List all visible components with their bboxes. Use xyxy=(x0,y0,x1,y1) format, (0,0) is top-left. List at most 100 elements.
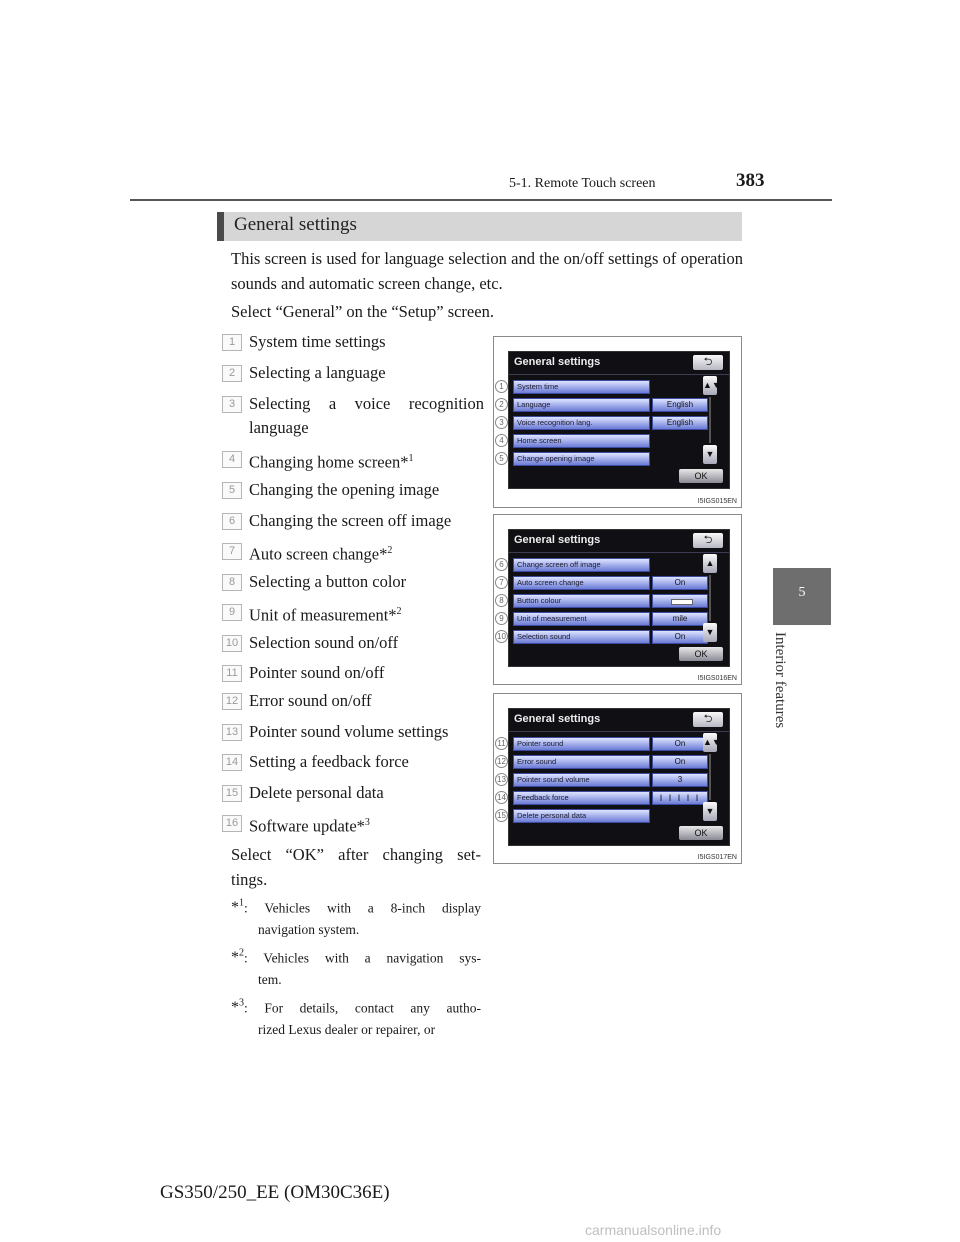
chapter-label-text: Interior features xyxy=(772,632,788,729)
menu-row[interactable]: Button colour xyxy=(513,594,650,608)
item-number: 9 xyxy=(222,604,242,621)
footnote: *2: Vehicles with a navigation sys- tem. xyxy=(231,943,481,991)
item-label: Setting a feedback force xyxy=(249,752,409,771)
row-value: English xyxy=(652,398,708,412)
ok-button[interactable]: OK xyxy=(679,647,723,661)
scroll-up-icon[interactable]: ▲ xyxy=(703,554,717,573)
menu-row[interactable]: Error sound xyxy=(513,755,650,769)
menu-row[interactable]: Home screen xyxy=(513,434,650,448)
item-label: Changing the opening image xyxy=(249,480,440,499)
menu-row[interactable]: Language xyxy=(513,398,650,412)
menu-row[interactable]: Unit of measurement xyxy=(513,612,650,626)
item-label: Error sound on/off xyxy=(249,691,372,710)
back-icon[interactable]: ⮌ xyxy=(693,355,723,370)
item-label: Delete personal data xyxy=(249,783,384,802)
row-value: 3 xyxy=(652,773,708,787)
item-number: 16 xyxy=(222,815,242,832)
item-number: 10 xyxy=(222,635,242,652)
watermark: carmanualsonline.info xyxy=(585,1222,722,1238)
display-screen: General settings ⮌ Change screen off ima… xyxy=(508,529,730,667)
item-label: Software update* xyxy=(249,816,365,836)
item-number: 4 xyxy=(222,451,242,468)
item-label: Pointer sound on/off xyxy=(249,663,385,682)
footnote-mark: * xyxy=(231,949,239,967)
select-instruction: Select “General” on the “Setup” screen. xyxy=(231,302,494,321)
item-label: Selecting a language xyxy=(249,363,386,382)
ok-button[interactable]: OK xyxy=(679,826,723,840)
footnote-number: 1 xyxy=(239,898,244,909)
footnote-mark: * xyxy=(231,899,239,917)
after-instruction-line2: tings. xyxy=(231,870,268,889)
footnote-text: : Vehicles with a 8-inch display xyxy=(244,900,481,916)
scroll-up-icon[interactable]: ▲▼ xyxy=(703,376,721,395)
color-swatch xyxy=(652,594,708,608)
section-title: General settings xyxy=(234,214,357,235)
footnote-mark: * xyxy=(231,999,239,1017)
item-number: 13 xyxy=(222,724,242,741)
callout-number: 5 xyxy=(495,452,508,465)
callout-number: 3 xyxy=(495,416,508,429)
image-code: I5IGS016EN xyxy=(697,675,737,682)
footnote-text-continued: tem. xyxy=(258,972,282,988)
footnote-text: : Vehicles with a navigation sys- xyxy=(244,950,481,966)
item-label-wrap: Changing home screen*1 xyxy=(249,447,484,475)
callout-number: 6 xyxy=(495,558,508,571)
menu-row[interactable]: Delete personal data xyxy=(513,809,650,823)
footnote-text-continued: navigation system. xyxy=(258,922,360,938)
row-value: English xyxy=(652,416,708,430)
menu-row[interactable]: Auto screen change xyxy=(513,576,650,590)
footnote: *1: Vehicles with a 8-inch display navig… xyxy=(231,893,481,941)
after-instruction: Select “OK” after changing set- tings. xyxy=(231,842,481,892)
header-rule xyxy=(130,199,832,201)
scroll-down-icon[interactable]: ▼ xyxy=(703,623,717,642)
back-icon[interactable]: ⮌ xyxy=(693,533,723,548)
item-label: Pointer sound volume settings xyxy=(249,722,449,741)
scroll-down-icon[interactable]: ▼ xyxy=(703,802,717,821)
feedback-force-level: I I I I I xyxy=(652,791,708,805)
menu-row[interactable]: Pointer sound volume xyxy=(513,773,650,787)
item-footnote-ref: 1 xyxy=(408,453,414,464)
scroll-up-icon[interactable]: ▲▼ xyxy=(703,733,721,752)
callout-number: 4 xyxy=(495,434,508,447)
footnote-text: : For details, contact any autho- xyxy=(244,1000,481,1016)
footnote-text-continued: rized Lexus dealer or repairer, or xyxy=(258,1022,436,1038)
chapter-label: Interior features xyxy=(772,632,812,752)
item-label-wrap: Unit of measurement*2 xyxy=(249,600,484,628)
menu-row[interactable]: Voice recognition lang. xyxy=(513,416,650,430)
scrollbar[interactable]: ▲ ▼ xyxy=(703,554,717,642)
item-footnote-ref: 2 xyxy=(396,606,402,617)
item-label-wrap: Auto screen change*2 xyxy=(249,539,484,567)
back-icon[interactable]: ⮌ xyxy=(693,712,723,727)
row-value: On xyxy=(652,630,708,644)
item-number: 7 xyxy=(222,543,242,560)
menu-row[interactable]: Feedback force xyxy=(513,791,650,805)
item-label: Auto screen change* xyxy=(249,544,388,564)
callout-number: 9 xyxy=(495,612,508,625)
callout-number: 13 xyxy=(495,773,508,786)
menu-row[interactable]: Change screen off image xyxy=(513,558,650,572)
item-label: Selecting a button color xyxy=(249,572,407,591)
menu-row[interactable]: System time xyxy=(513,380,650,394)
callout-number: 8 xyxy=(495,594,508,607)
menu-row[interactable]: Selection sound xyxy=(513,630,650,644)
scroll-down-icon[interactable]: ▼ xyxy=(703,445,717,464)
menu-row[interactable]: Change opening image xyxy=(513,452,650,466)
item-footnote-ref: 2 xyxy=(387,545,393,556)
display-screen: General settings ⮌ System time Language … xyxy=(508,351,730,489)
screenshot-general-settings-3: General settings ⮌ Pointer sound On Erro… xyxy=(493,693,742,864)
menu-row[interactable]: Pointer sound xyxy=(513,737,650,751)
ok-button[interactable]: OK xyxy=(679,469,723,483)
display-screen: General settings ⮌ Pointer sound On Erro… xyxy=(508,708,730,846)
image-code: I5IGS017EN xyxy=(697,854,737,861)
item-label: Unit of measurement* xyxy=(249,605,397,625)
scrollbar[interactable]: ▲▼ ▼ xyxy=(703,376,721,464)
item-footnote-ref: 3 xyxy=(364,817,370,828)
callout-number: 1 xyxy=(495,380,508,393)
scrollbar[interactable]: ▲▼ ▼ xyxy=(703,733,721,821)
footnote-number: 3 xyxy=(239,998,244,1009)
item-label: Selection sound on/off xyxy=(249,633,399,652)
item-number: 3 xyxy=(222,396,242,413)
item-number: 11 xyxy=(222,665,242,682)
callout-number: 12 xyxy=(495,755,508,768)
screen-title: General settings xyxy=(514,534,601,546)
